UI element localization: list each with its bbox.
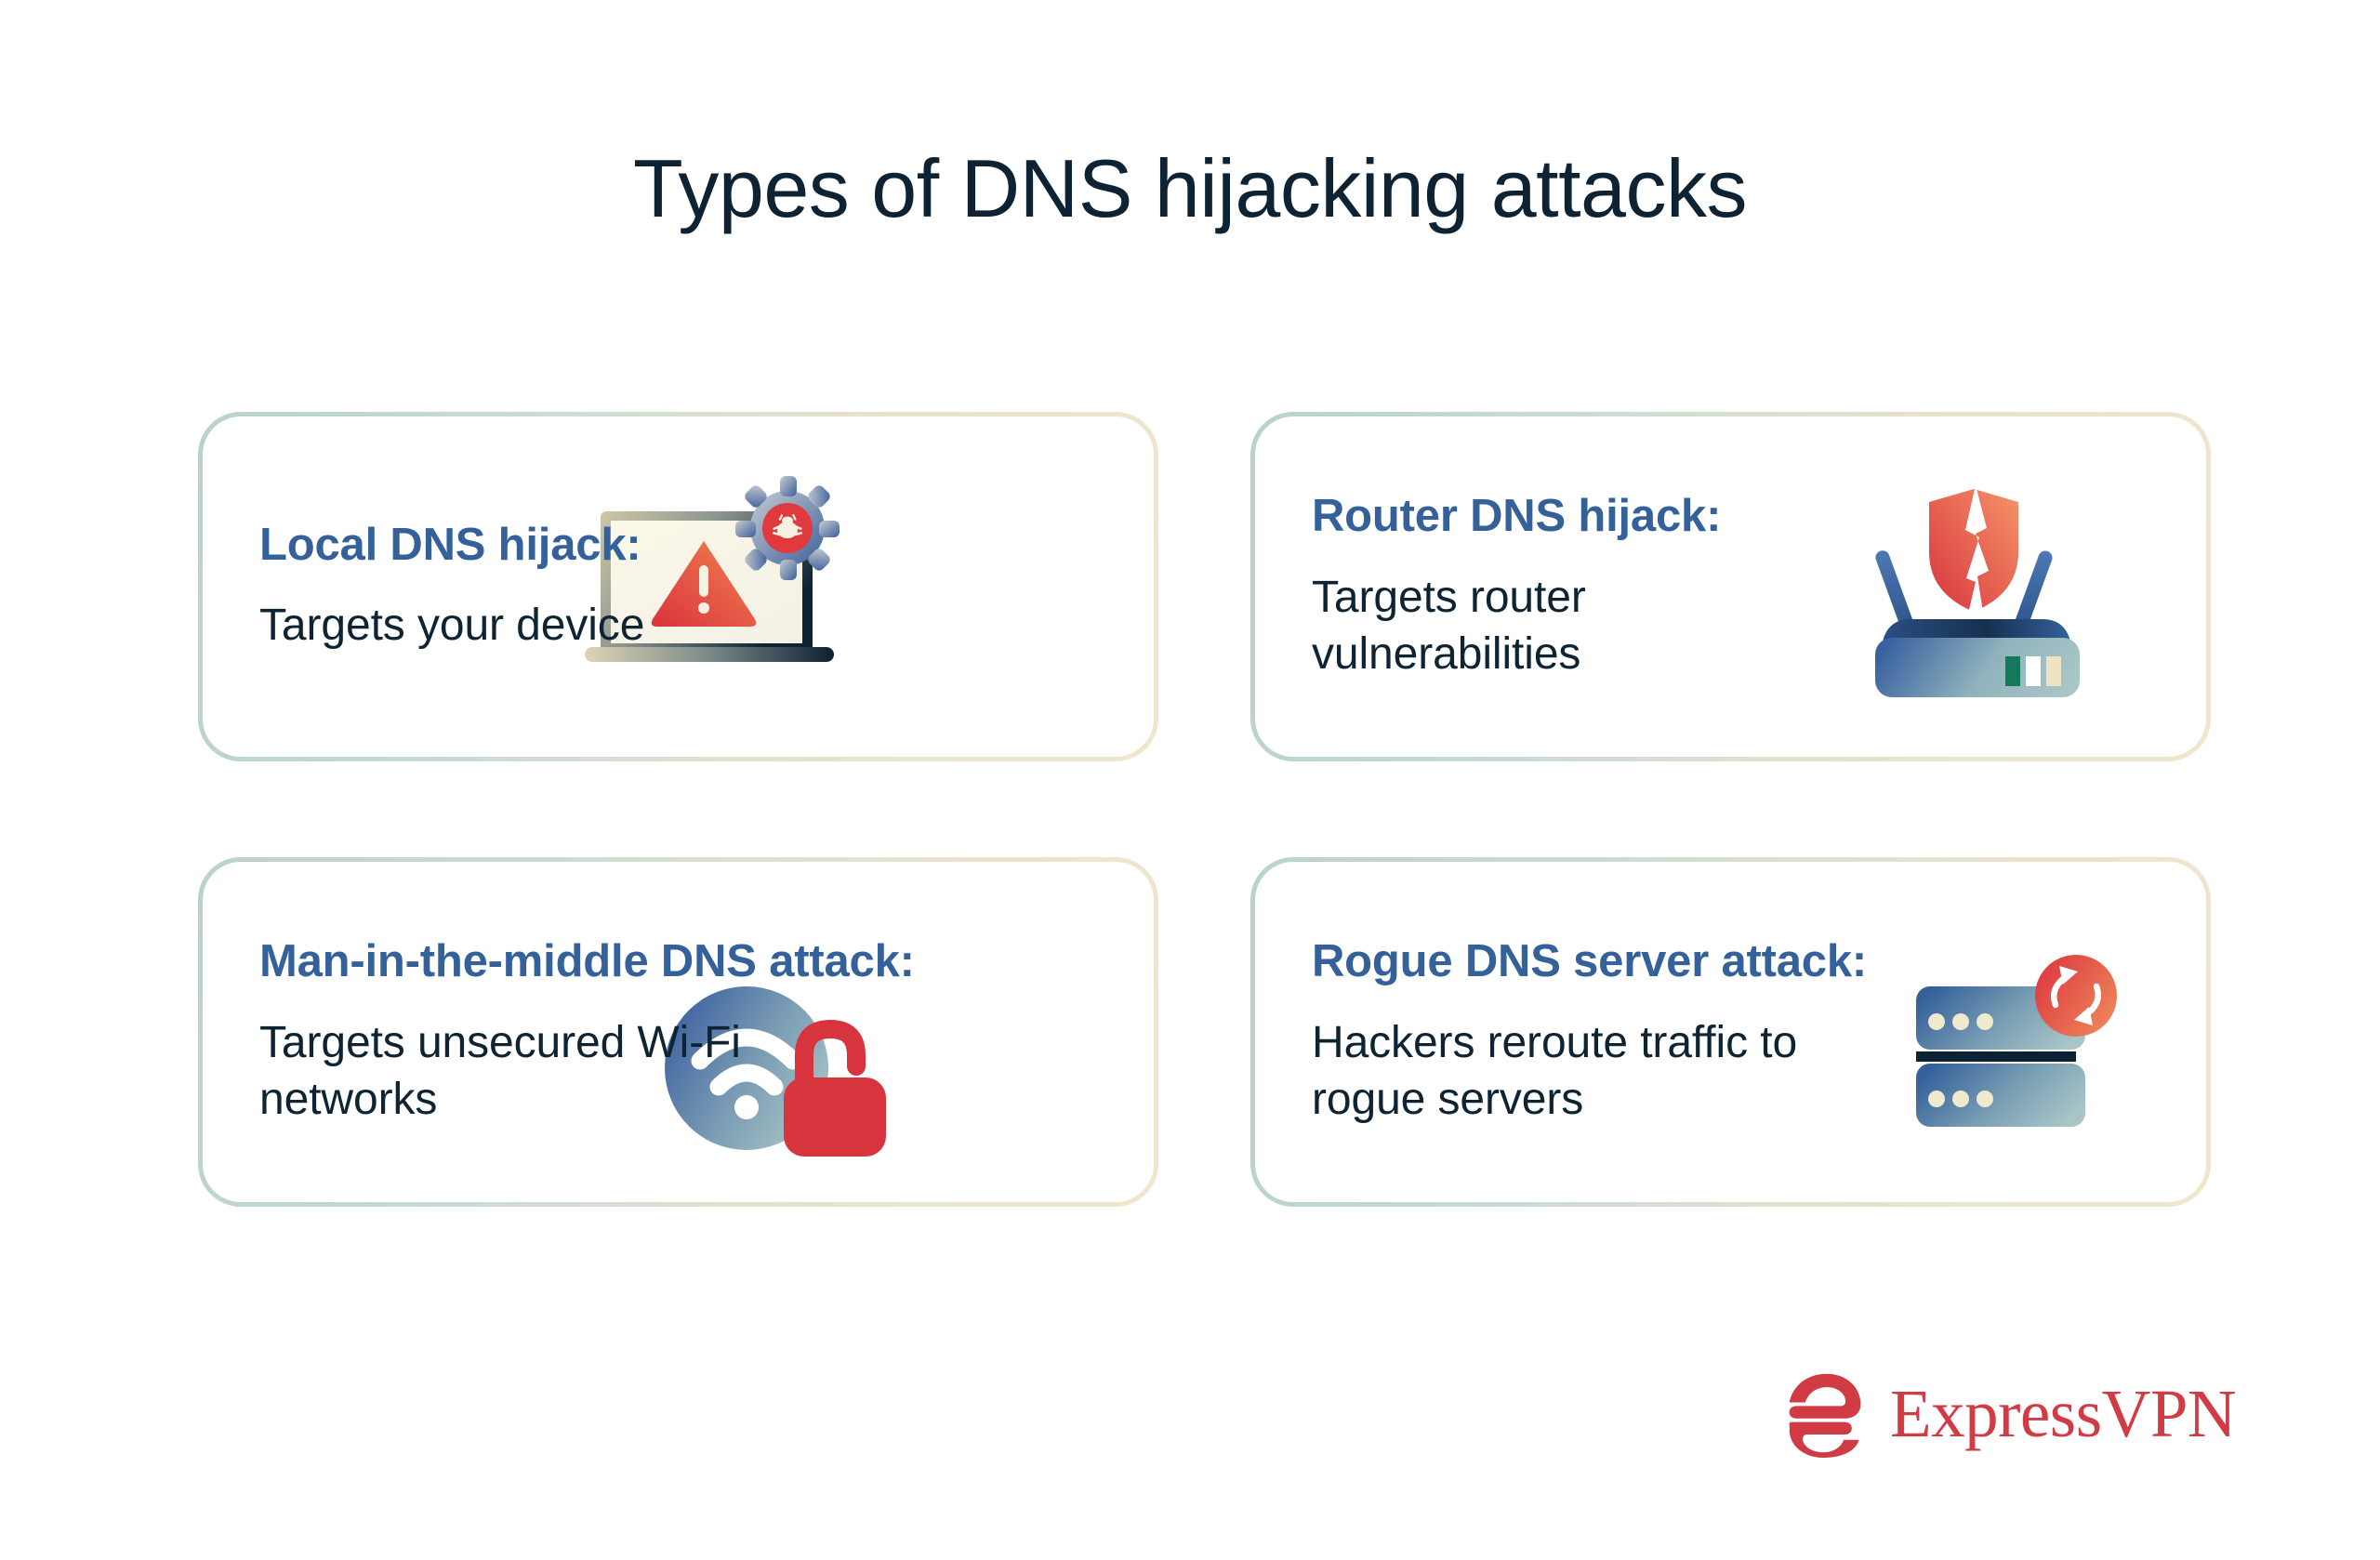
card-text-block: Man-in-the-middle DNS attack: Targets un… <box>203 935 915 1128</box>
attack-types-grid: Local DNS hijack: Targets your device <box>198 412 2211 1207</box>
expressvpn-e-logo-icon <box>1789 1373 1861 1458</box>
card-heading: Local DNS hijack: <box>259 520 641 571</box>
expressvpn-logo: ExpressVPN <box>1780 1368 2237 1458</box>
card-text-block: Local DNS hijack: Targets your device <box>203 519 654 654</box>
card-text-block: Rogue DNS server attack: Hackers reroute… <box>1255 935 1869 1128</box>
server-rack-sync-icon <box>1916 955 2117 1127</box>
card-text-block: Router DNS hijack: Targets router vulner… <box>1255 490 1869 682</box>
card-heading: Man-in-the-middle DNS attack: <box>259 936 915 987</box>
card-body: Hackers reroute traffic to rogue servers <box>1312 1017 1798 1125</box>
card-heading: Router DNS hijack: <box>1312 491 1722 542</box>
expressvpn-wordmark: ExpressVPN <box>1890 1375 2237 1451</box>
router-broken-shield-icon <box>1875 485 2080 697</box>
card-heading: Rogue DNS server attack: <box>1312 936 1868 987</box>
card-router-dns-hijack[interactable]: Router DNS hijack: Targets router vulner… <box>1250 412 2211 761</box>
card-body: Targets your device <box>259 601 645 651</box>
laptop-warning-bug-icon <box>585 476 840 662</box>
page-title: Types of DNS hijacking attacks <box>633 142 1747 234</box>
wifi-open-padlock-icon <box>665 986 886 1157</box>
card-local-dns-hijack[interactable]: Local DNS hijack: Targets your device <box>198 412 1158 761</box>
card-body: Targets unsecured Wi-Fi networks <box>259 1017 741 1125</box>
card-body: Targets router vulnerabilities <box>1312 572 1586 680</box>
card-rogue-dns-server-attack[interactable]: Rogue DNS server attack: Hackers reroute… <box>1250 857 2211 1207</box>
card-man-in-the-middle-dns-attack[interactable]: Man-in-the-middle DNS attack: Targets un… <box>198 857 1158 1207</box>
